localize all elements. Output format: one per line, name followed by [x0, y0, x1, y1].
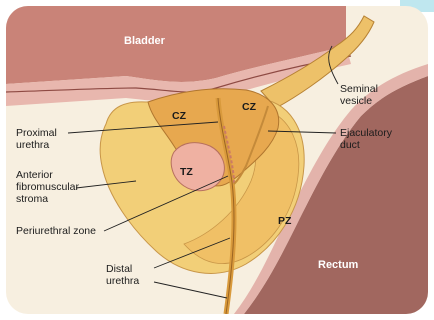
prostate-anatomy-diagram: CZ CZ TZ PZ Bladder Rectum Seminal vesic…	[6, 6, 428, 314]
label-seminal-vesicle-line2: vesicle	[340, 95, 372, 107]
label-anterior-stroma-line3: stroma	[16, 193, 48, 205]
label-ejaculatory-duct-line1: Ejaculatory	[340, 127, 393, 139]
prostate-anatomy-card: CZ CZ TZ PZ Bladder Rectum Seminal vesic…	[6, 6, 428, 314]
zone-label-tz: TZ	[180, 166, 193, 178]
leader-distal-urethra-lower	[154, 282, 227, 298]
label-anterior-stroma-line1: Anterior	[16, 169, 53, 181]
label-proximal-urethra-line2: urethra	[16, 139, 49, 151]
label-seminal-vesicle-line1: Seminal	[340, 83, 378, 95]
zone-label-cz-right: CZ	[242, 101, 257, 113]
label-distal-urethra-line1: Distal	[106, 263, 132, 275]
label-anterior-stroma-line2: fibromuscular	[16, 181, 80, 193]
label-bladder: Bladder	[124, 35, 166, 47]
label-rectum: Rectum	[318, 259, 359, 271]
label-ejaculatory-duct-line2: duct	[340, 139, 360, 151]
label-periurethral-zone: Periurethral zone	[16, 225, 96, 237]
zone-label-cz-left: CZ	[172, 110, 187, 122]
zone-label-pz: PZ	[278, 215, 292, 227]
label-proximal-urethra-line1: Proximal	[16, 127, 57, 139]
label-distal-urethra-line2: urethra	[106, 275, 139, 287]
